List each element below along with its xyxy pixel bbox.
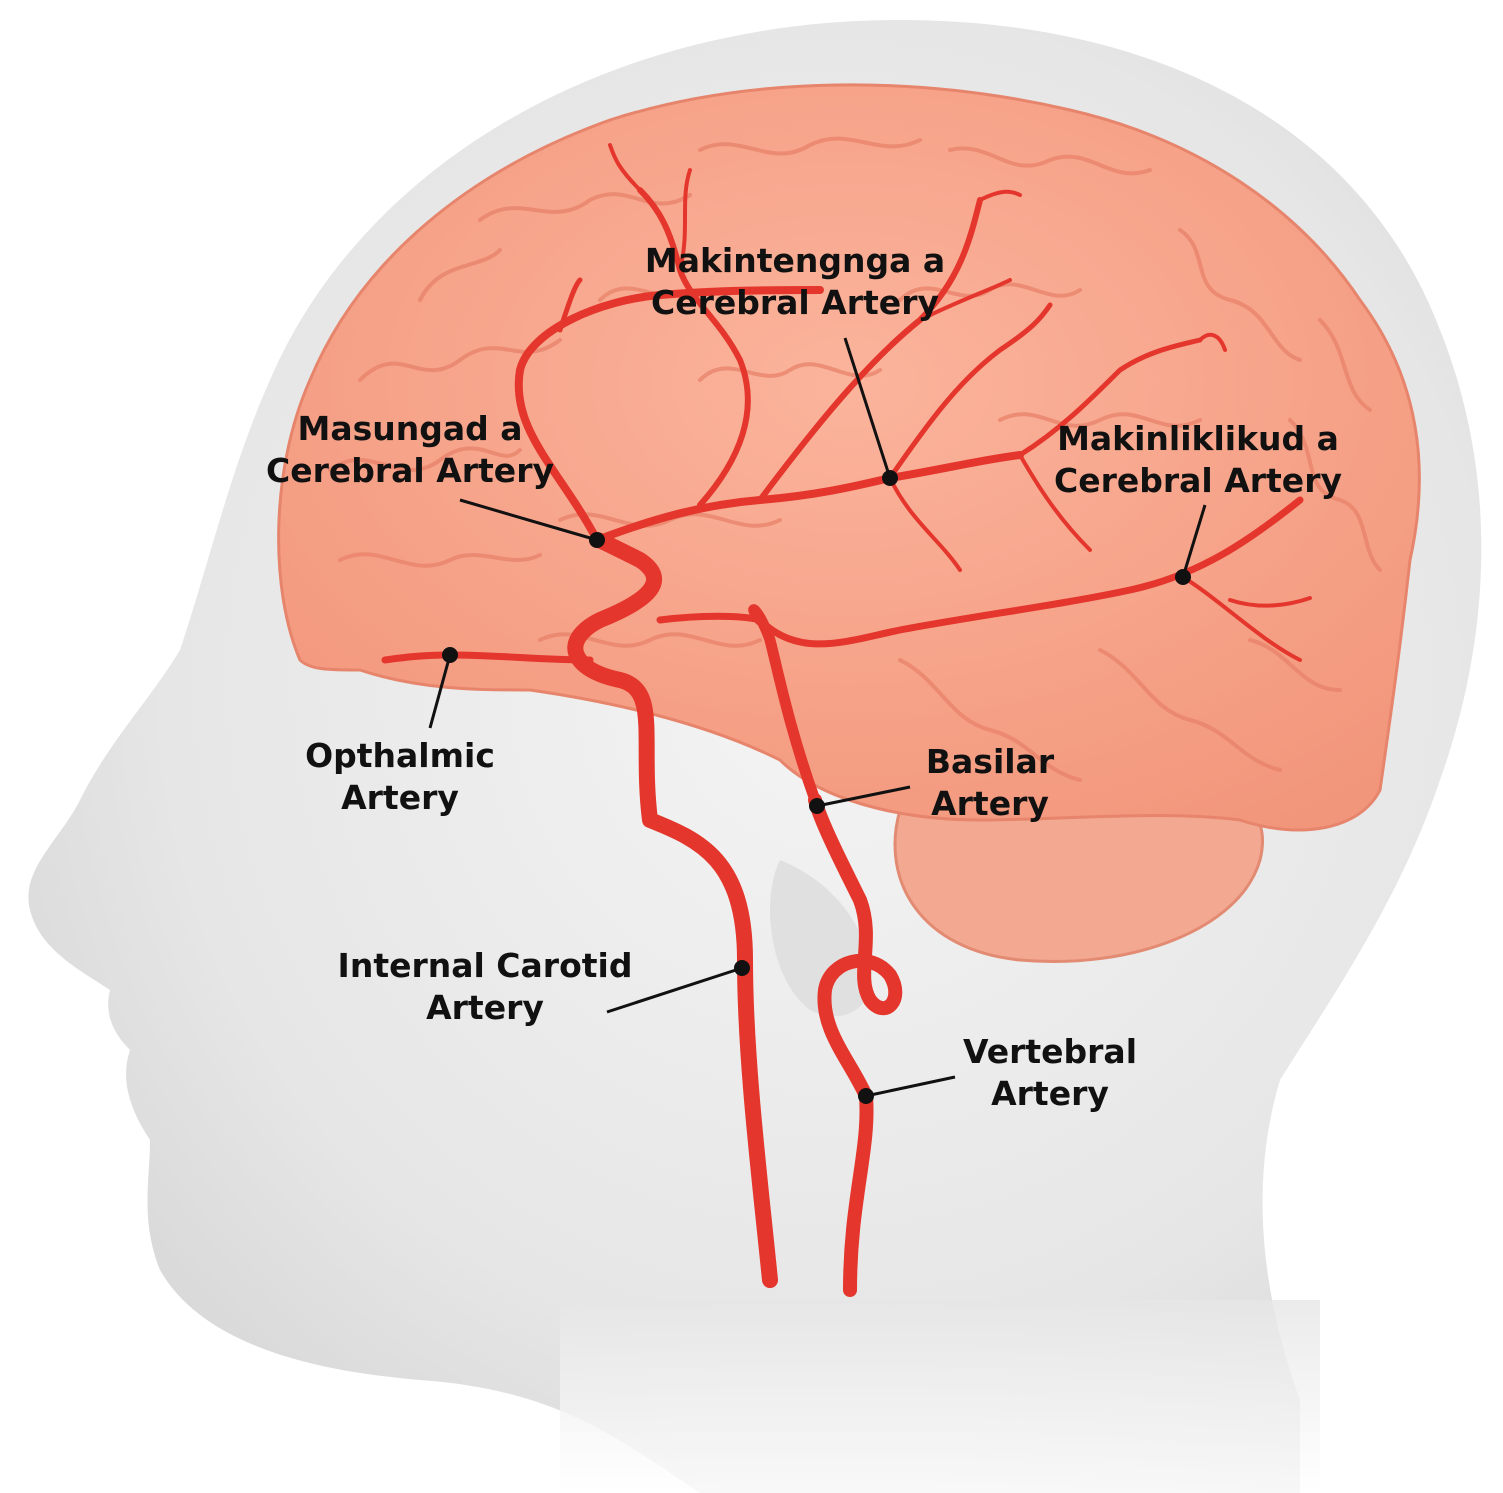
dot-basilar — [809, 798, 825, 814]
label-basilar-line1: Basilar — [900, 741, 1080, 783]
label-vertebral-artery: Vertebral Artery — [945, 1031, 1155, 1115]
dot-ophthalmic — [442, 647, 458, 663]
label-basilar-line2: Artery — [900, 783, 1080, 825]
label-carotid-line2: Artery — [325, 987, 645, 1029]
dot-pca — [1175, 569, 1191, 585]
label-anterior-cerebral-artery: Masungad a Cerebral Artery — [255, 408, 565, 492]
label-ophthalmic-line2: Artery — [290, 777, 510, 819]
dot-aca — [589, 532, 605, 548]
label-internal-carotid-artery: Internal Carotid Artery — [325, 945, 645, 1029]
dot-mca — [882, 470, 898, 486]
label-ophthalmic-artery: Opthalmic Artery — [290, 735, 510, 819]
label-carotid-line1: Internal Carotid — [325, 945, 645, 987]
label-vertebral-line1: Vertebral — [945, 1031, 1155, 1073]
label-mca-line1: Makintengnga a — [620, 240, 970, 282]
dot-carotid — [734, 960, 750, 976]
label-vertebral-line2: Artery — [945, 1073, 1155, 1115]
label-middle-cerebral-artery: Makintengnga a Cerebral Artery — [620, 240, 970, 324]
label-mca-line2: Cerebral Artery — [620, 282, 970, 324]
label-pca-line2: Cerebral Artery — [1048, 460, 1348, 502]
dot-vertebral — [858, 1088, 874, 1104]
label-aca-line2: Cerebral Artery — [255, 450, 565, 492]
label-ophthalmic-line1: Opthalmic — [290, 735, 510, 777]
label-aca-line1: Masungad a — [255, 408, 565, 450]
label-basilar-artery: Basilar Artery — [900, 741, 1080, 825]
label-posterior-cerebral-artery: Makinliklikud a Cerebral Artery — [1048, 418, 1348, 502]
label-pca-line1: Makinliklikud a — [1048, 418, 1348, 460]
